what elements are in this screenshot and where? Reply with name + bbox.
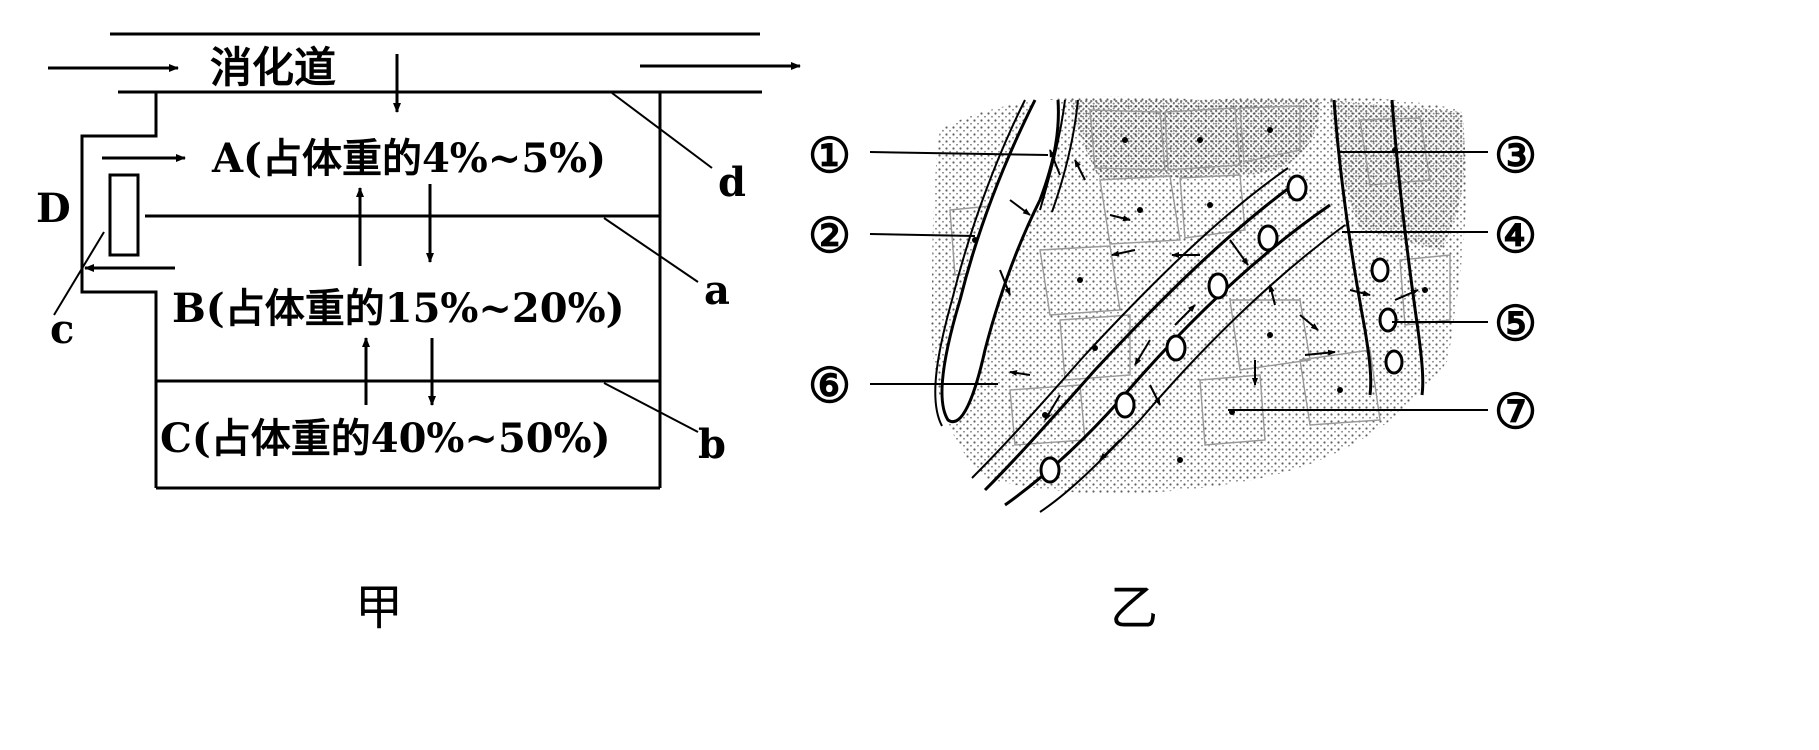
leader-a [603, 217, 699, 283]
leader-2 [869, 233, 976, 237]
label-6: ⑥ [808, 358, 851, 414]
label-3: ③ [1494, 128, 1537, 184]
cell-nuclei [972, 127, 1428, 463]
right-vessel-wall-left [1332, 99, 1373, 396]
lymphatic-vessel [940, 99, 1060, 424]
red-blood-cells [1039, 174, 1308, 484]
leader-c [53, 231, 105, 316]
tissue-background [931, 96, 1467, 494]
box-left-edge-stepped [80, 92, 158, 488]
exchange-arrows [999, 149, 1419, 461]
diagram-jia: 消化道 A(占体重的4%~5%) B(占体重的15%~20%) C(占体重的40… [36, 32, 801, 636]
leader-1 [869, 151, 1049, 156]
digestive-tract-label: 消化道 [210, 43, 336, 92]
cell-outlines [949, 105, 1451, 446]
label-b: b [698, 421, 726, 468]
label-c: c [50, 306, 74, 353]
compartment-a-label: A(占体重的4%~5%) [211, 135, 606, 182]
lymphatic-vessel-outer-wall [934, 99, 1026, 427]
leader-d [611, 92, 713, 169]
label-2: ② [808, 208, 851, 264]
label-a: a [704, 267, 730, 314]
label-1: ① [808, 128, 851, 184]
blood-capillary-wall-inner-2 [971, 167, 1289, 479]
right-vessel-rbcs [1370, 257, 1404, 375]
channel-c [108, 173, 140, 257]
caption-yi: 乙 [1110, 580, 1158, 636]
diagram-yi: ① ② ③ ④ ⑤ ⑥ ⑦ 乙 [808, 96, 1537, 636]
blood-capillary-wall-inner [983, 178, 1301, 492]
tissue-dark-top [1070, 100, 1320, 180]
caption-jia: 甲 [355, 580, 403, 636]
compartment-b-label: B(占体重的15%~20%) [172, 285, 625, 332]
right-vessel-wall-right [1390, 99, 1425, 396]
label-4: ④ [1494, 208, 1537, 264]
label-5: ⑤ [1494, 296, 1537, 352]
capillary-wall-left-2 [1051, 99, 1079, 213]
label-7: ⑦ [1494, 384, 1537, 440]
label-d: d [718, 159, 746, 206]
leader-b [603, 382, 699, 433]
label-D: D [36, 185, 71, 232]
compartment-c-label: C(占体重的40%~50%) [160, 415, 611, 462]
